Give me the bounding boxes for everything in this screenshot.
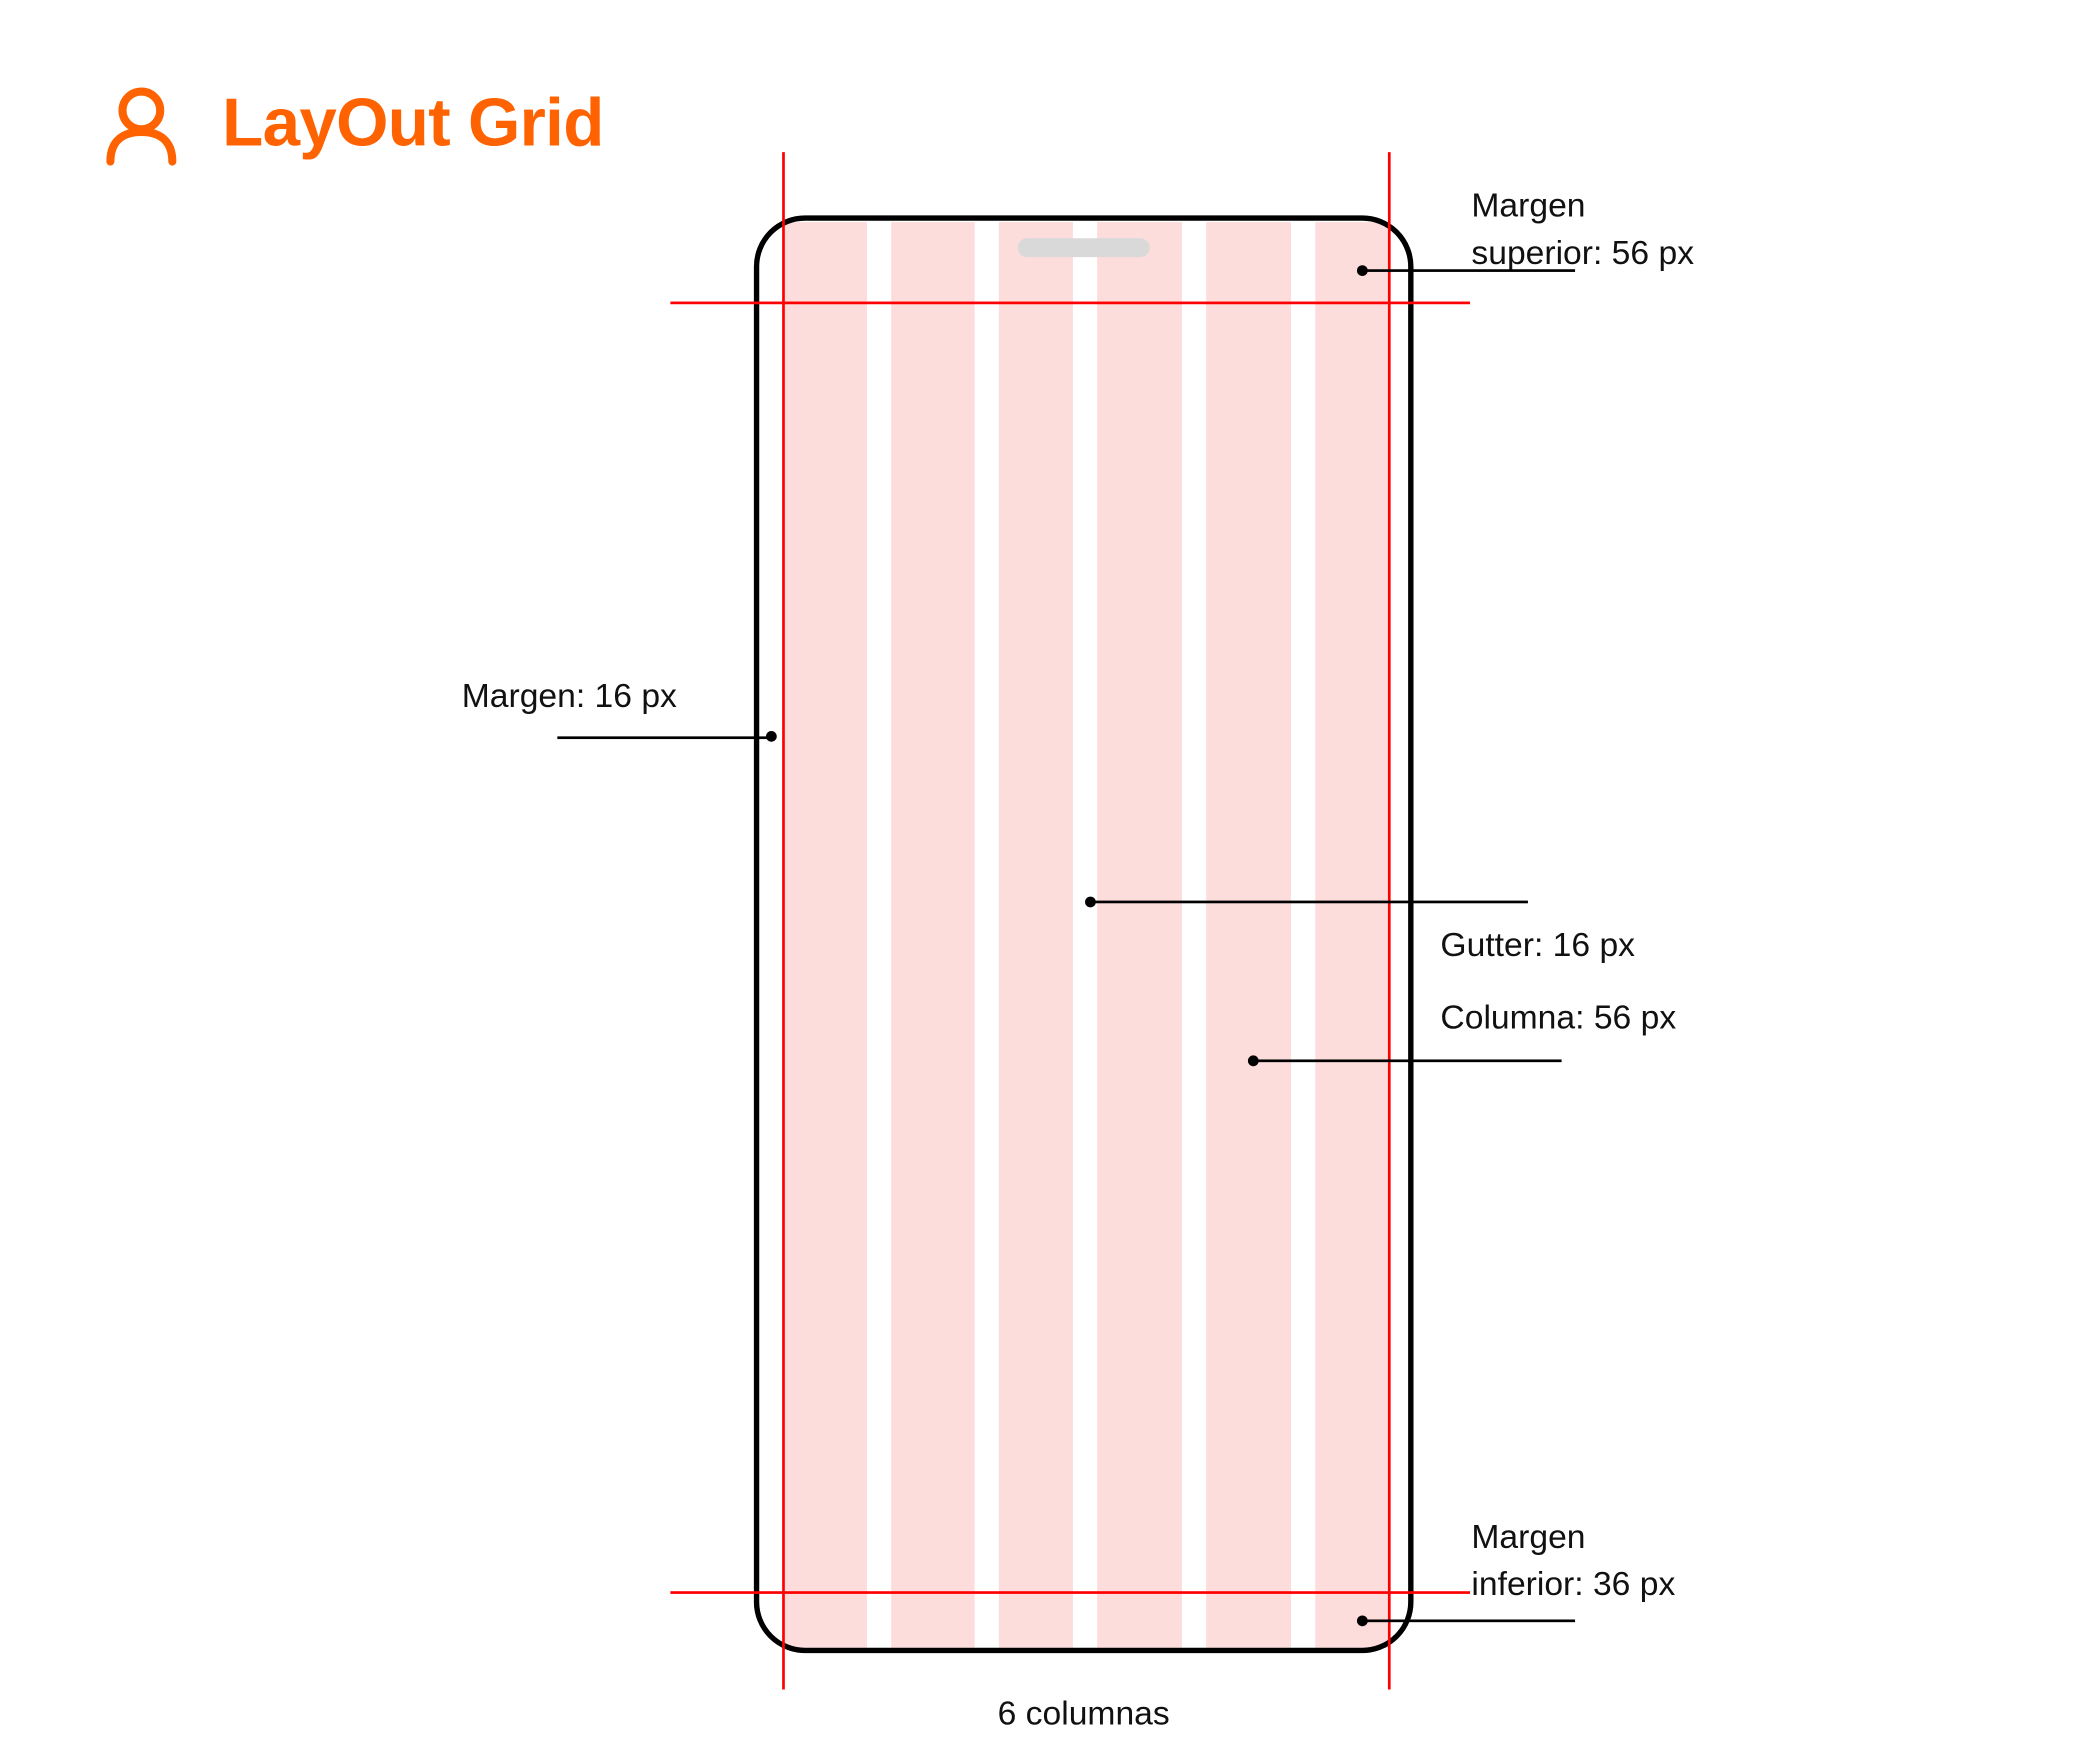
pointer-line xyxy=(1362,269,1576,272)
top-margin-guide xyxy=(670,301,1471,305)
grid-column xyxy=(1206,222,1292,1648)
side-margin-label: Margen: 16 px xyxy=(461,677,677,715)
grid-column xyxy=(998,222,1073,1648)
top-margin-label: Margen xyxy=(1471,187,1586,225)
pointer-line xyxy=(557,736,772,739)
grid-column xyxy=(1097,222,1182,1648)
bottom-margin-guide xyxy=(670,1591,1471,1594)
pointer-line xyxy=(1090,900,1528,903)
columns-count-label: 6 columnas xyxy=(997,1694,1170,1733)
pointer-line xyxy=(1362,1619,1576,1622)
phone-frame xyxy=(753,215,1414,1654)
grid-column xyxy=(891,222,975,1648)
bottom-margin-label: Margen xyxy=(1471,1518,1586,1557)
phone-notch xyxy=(1017,238,1150,258)
page-title: LayOut Grid xyxy=(222,84,604,161)
grid-column xyxy=(784,222,867,1648)
user-icon xyxy=(105,86,178,174)
grid-column xyxy=(1315,222,1390,1648)
gutter-label: Gutter: 16 px xyxy=(1440,926,1636,964)
right-margin-guide xyxy=(1387,152,1391,1690)
column-label: Columna: 56 px xyxy=(1440,998,1677,1037)
top-margin-value: superior: 56 px xyxy=(1471,234,1695,272)
pointer-line xyxy=(1253,1059,1562,1062)
bottom-margin-value: inferior: 36 px xyxy=(1471,1565,1676,1604)
left-margin-guide xyxy=(782,152,785,1690)
pointer-dot xyxy=(765,730,777,742)
